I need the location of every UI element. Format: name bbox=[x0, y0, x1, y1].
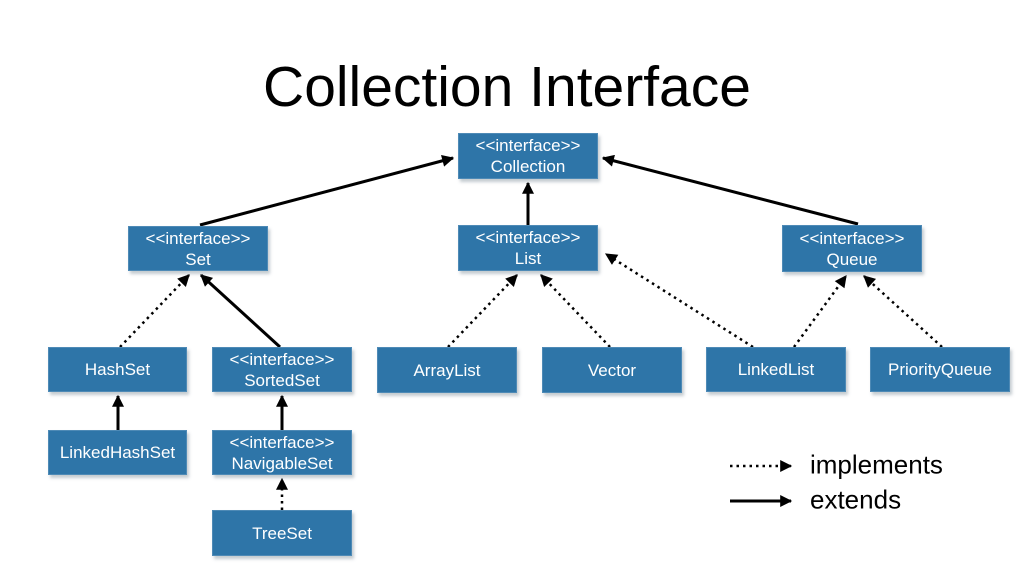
edge-priorityqueue-queue bbox=[863, 275, 943, 348]
node-label: <<interface>> bbox=[475, 136, 581, 155]
node-collection: <<interface>> Collection bbox=[458, 133, 598, 179]
node-linkedhashset: LinkedHashSet bbox=[48, 430, 187, 475]
node-navigableset: <<interface>>NavigableSet bbox=[212, 430, 352, 475]
edge-linkedlist-queue bbox=[792, 275, 848, 348]
node-label: TreeSet bbox=[252, 523, 312, 543]
node-label: <<interface>> bbox=[229, 432, 335, 452]
node-set: <<interface>>Set bbox=[128, 226, 268, 271]
node-linkedlist: LinkedList bbox=[706, 347, 846, 392]
edge-linkedlist-list bbox=[604, 252, 754, 349]
node-hashset: HashSet bbox=[48, 347, 187, 392]
node-label: LinkedList bbox=[737, 360, 815, 379]
edge-hashset-set bbox=[119, 274, 190, 348]
node-label: ArrayList bbox=[413, 360, 481, 380]
node-label: PriorityQueue bbox=[888, 360, 992, 379]
edge-queue-collection bbox=[601, 154, 859, 226]
legend-label-extends: extends bbox=[810, 484, 902, 515]
node-label: HashSet bbox=[84, 360, 151, 379]
node-vector: Vector bbox=[542, 347, 682, 393]
node-treeset: TreeSet bbox=[212, 510, 352, 556]
node-label: LinkedHashSet bbox=[59, 443, 176, 462]
node-queue: <<interface>>Queue bbox=[782, 225, 922, 272]
node-label: Vector bbox=[587, 360, 637, 380]
edge-set-collection bbox=[199, 154, 455, 227]
node-sortedset: <<interface>>SortedSet bbox=[212, 347, 352, 392]
node-label: <<interface>> bbox=[229, 349, 335, 369]
node-list: <<interface>> List bbox=[458, 225, 598, 271]
node-arraylist: ArrayList bbox=[377, 347, 517, 393]
node-label: <<interface>> bbox=[799, 228, 905, 248]
edge-vector-list bbox=[540, 274, 611, 348]
node-label: Queue bbox=[826, 249, 878, 269]
node-label: List bbox=[514, 249, 542, 268]
node-label: Collection bbox=[490, 157, 566, 176]
node-label: NavigableSet bbox=[231, 453, 333, 473]
node-priorityqueue: PriorityQueue bbox=[870, 347, 1010, 392]
node-label: Set bbox=[185, 249, 211, 269]
node-label: <<interface>> bbox=[145, 228, 251, 248]
node-label: SortedSet bbox=[244, 370, 320, 390]
edge-arraylist-list bbox=[447, 274, 518, 348]
node-label: <<interface>> bbox=[475, 228, 581, 247]
diagram-title: Collection Interface bbox=[263, 55, 751, 119]
legend-label-implements: implements bbox=[810, 449, 943, 480]
edge-sortedset-set bbox=[199, 273, 282, 349]
